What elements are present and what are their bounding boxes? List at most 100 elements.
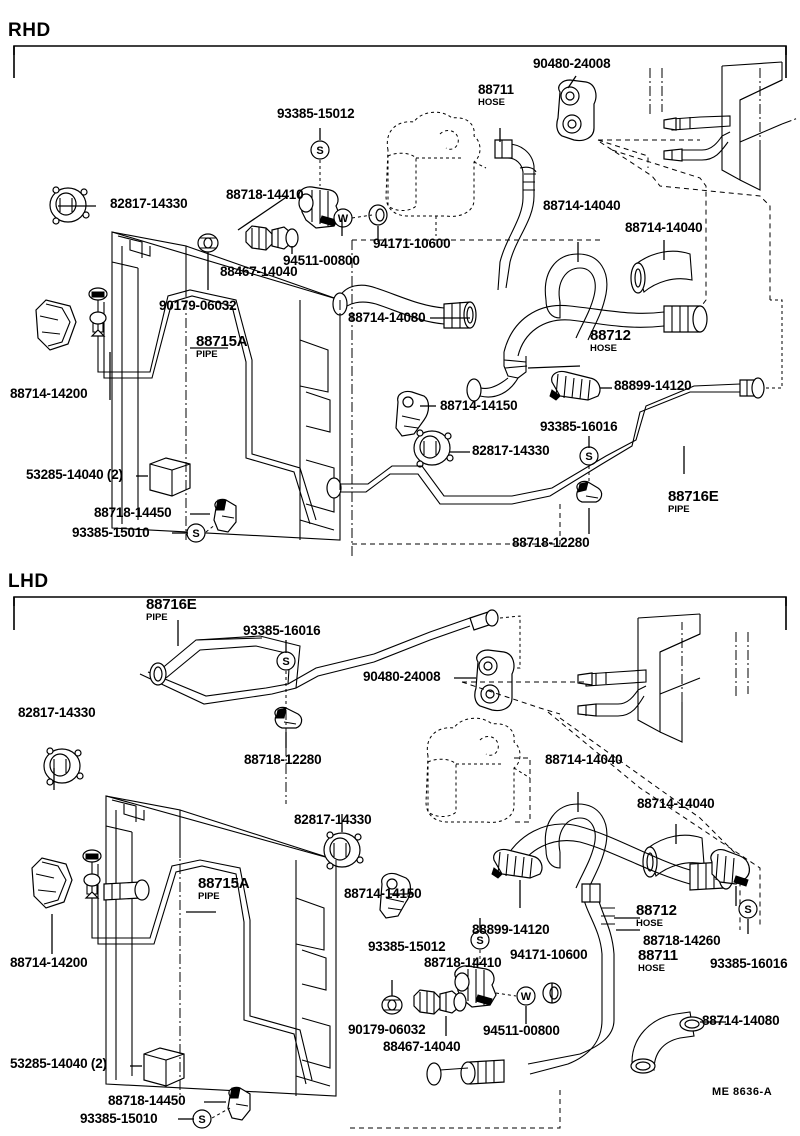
- mount-90480-24008-rhd: [556, 79, 597, 142]
- label-lhd-88718-12280: 88718-12280: [244, 752, 322, 767]
- label-88714-14080: 88714-14080: [348, 310, 426, 325]
- condenser-core-lhd: [105, 795, 337, 1097]
- label-lhd-88714-14200: 88714-14200: [10, 955, 88, 970]
- label-88712: 88712 HOSE: [590, 327, 631, 354]
- label-88715A: 88715A PIPE: [196, 333, 248, 360]
- label-lhd-93385-15010: 93385-15010: [80, 1111, 158, 1126]
- label-90179-06032: 90179-06032: [159, 298, 237, 313]
- pipe-88715A-rhd: [97, 289, 317, 525]
- svg-text:W: W: [521, 991, 532, 1003]
- grommet-82817-14330-a-lhd: [43, 747, 84, 786]
- label-lhd-93385-16016-b: 93385-16016: [710, 956, 788, 971]
- marker-94511-00800-lhd: W: [495, 986, 536, 1006]
- lhd-drawing: S: [13, 596, 787, 1129]
- compressor-rhd: [385, 111, 487, 236]
- label-88714-14040-b: 88714-14040: [625, 220, 703, 235]
- valve-88467-14040-rhd: [245, 225, 299, 251]
- label-88714-14040-a: 88714-14040: [543, 198, 621, 213]
- label-82817-14330-a: 82817-14330: [110, 196, 188, 211]
- hose-88714-14080-rhd: [332, 284, 477, 329]
- label-88467-14040: 88467-14040: [220, 264, 298, 279]
- guide-dash-lhd-4: [559, 717, 741, 930]
- label-lhd-88711: 88711 HOSE: [638, 947, 678, 974]
- label-93385-15012: 93385-15012: [277, 106, 355, 121]
- pipe-88716E-rhd: [326, 299, 783, 505]
- leader-lines-rhd: [58, 75, 685, 534]
- label-lhd-88716E: 88716E PIPE: [146, 596, 197, 623]
- footer-sheet-code: ME 8636-A: [712, 1086, 773, 1098]
- nut-90179-06032-lhd: [381, 995, 403, 1015]
- label-lhd-88718-14450: 88718-14450: [108, 1093, 186, 1108]
- label-lhd-90480-24008: 90480-24008: [363, 669, 441, 684]
- pipe-88716E-lhd: [139, 609, 521, 705]
- firewall-lhd: [637, 613, 749, 743]
- clamp-88718-14450-rhd: [213, 498, 237, 533]
- ref-dash-lhd-bottom: [350, 1088, 561, 1129]
- heater-nipples-rhd: [663, 115, 731, 162]
- label-lhd-94511-00800: 94511-00800: [483, 1023, 560, 1038]
- label-lhd-88712: 88712 HOSE: [636, 902, 677, 929]
- hose-88714-14040-a-rhd: [544, 253, 608, 341]
- nut-90179-06032-rhd: [197, 233, 219, 253]
- label-88899-14120: 88899-14120: [614, 378, 692, 393]
- label-lhd-88467-14040: 88467-14040: [383, 1039, 461, 1054]
- clamp-88718-14410-rhd: [298, 186, 341, 229]
- label-93385-15010: 93385-15010: [72, 525, 150, 540]
- hose-88712-rhd: [466, 304, 708, 402]
- hose-88712-lhd: [503, 823, 734, 891]
- hose-88714-14040-b-rhd: [630, 250, 693, 294]
- rhd-drawing: W: [13, 45, 799, 556]
- label-53285-14040: 53285-14040 (2): [26, 467, 123, 482]
- label-88714-14200: 88714-14200: [10, 386, 88, 401]
- panel-title-rhd: RHD: [8, 20, 51, 41]
- label-lhd-82817-14330-a: 82817-14330: [18, 705, 96, 720]
- hose-88714-14080-lhd: [630, 1011, 705, 1074]
- marker-93385-15012-rhd: S: [310, 140, 330, 186]
- panel-frame-lhd: [13, 596, 787, 606]
- panel-title-lhd: LHD: [8, 571, 49, 592]
- leader-lines-lhd: [51, 620, 749, 1120]
- label-lhd-93385-15012: 93385-15012: [368, 939, 446, 954]
- label-lhd-90179-06032: 90179-06032: [348, 1022, 426, 1037]
- label-88718-14410: 88718-14410: [226, 187, 304, 202]
- marker-94511-00800-rhd: W: [333, 208, 353, 228]
- heater-nipples-lhd: [577, 669, 647, 717]
- label-lhd-88899-14120: 88899-14120: [472, 922, 550, 937]
- svg-text:S: S: [744, 904, 751, 916]
- marker-93385-15010-lhd: S: [192, 1107, 231, 1129]
- svg-text:S: S: [316, 145, 323, 157]
- hose-88711-lhd: [426, 883, 615, 1086]
- grommet-82817-14330-b-lhd: [323, 831, 364, 870]
- label-lhd-88718-14410: 88718-14410: [424, 955, 502, 970]
- clamp-88718-12280-rhd: [576, 480, 603, 503]
- label-lhd-88715A: 88715A PIPE: [198, 875, 250, 902]
- grommet-82817-14330-b-rhd: [413, 429, 454, 468]
- bracket-88714-14150-rhd: [395, 390, 430, 437]
- firewall-rhd: [649, 61, 799, 191]
- label-lhd-88714-14040-a: 88714-14040: [545, 752, 623, 767]
- bracket-88714-14200-rhd: [35, 299, 77, 351]
- label-lhd-88718-14260: 88718-14260: [643, 933, 721, 948]
- clip-88899-14120-rhd: [549, 370, 601, 401]
- label-94171-10600: 94171-10600: [373, 236, 451, 251]
- guide-dash-4: [611, 149, 707, 309]
- valve-88467-14040-lhd: [413, 989, 467, 1015]
- ref-dash-bottom: [352, 504, 561, 545]
- guide-dash-lhd-3: [547, 711, 761, 928]
- clip-88899-14120-shape: [491, 848, 543, 879]
- pipe-fittings-left-rhd: [88, 287, 108, 337]
- guide-dash-lhd-2: [461, 681, 561, 715]
- compressor-lhd: [425, 717, 531, 823]
- svg-text:S: S: [476, 935, 483, 947]
- hose-88711-rhd: [494, 139, 537, 291]
- svg-text:S: S: [198, 1114, 205, 1126]
- label-lhd-82817-14330-b: 82817-14330: [294, 812, 372, 827]
- clamp-88718-14450-lhd: [227, 1086, 251, 1121]
- marker-93385-16016-b-lhd: S: [738, 899, 758, 919]
- label-lhd-94171-10600: 94171-10600: [510, 947, 588, 962]
- label-lhd-93385-16016-a: 93385-16016: [243, 623, 321, 638]
- label-94511-00800: 94511-00800: [283, 253, 360, 268]
- washer-94171-10600-rhd: [368, 204, 388, 226]
- label-93385-16016: 93385-16016: [540, 419, 618, 434]
